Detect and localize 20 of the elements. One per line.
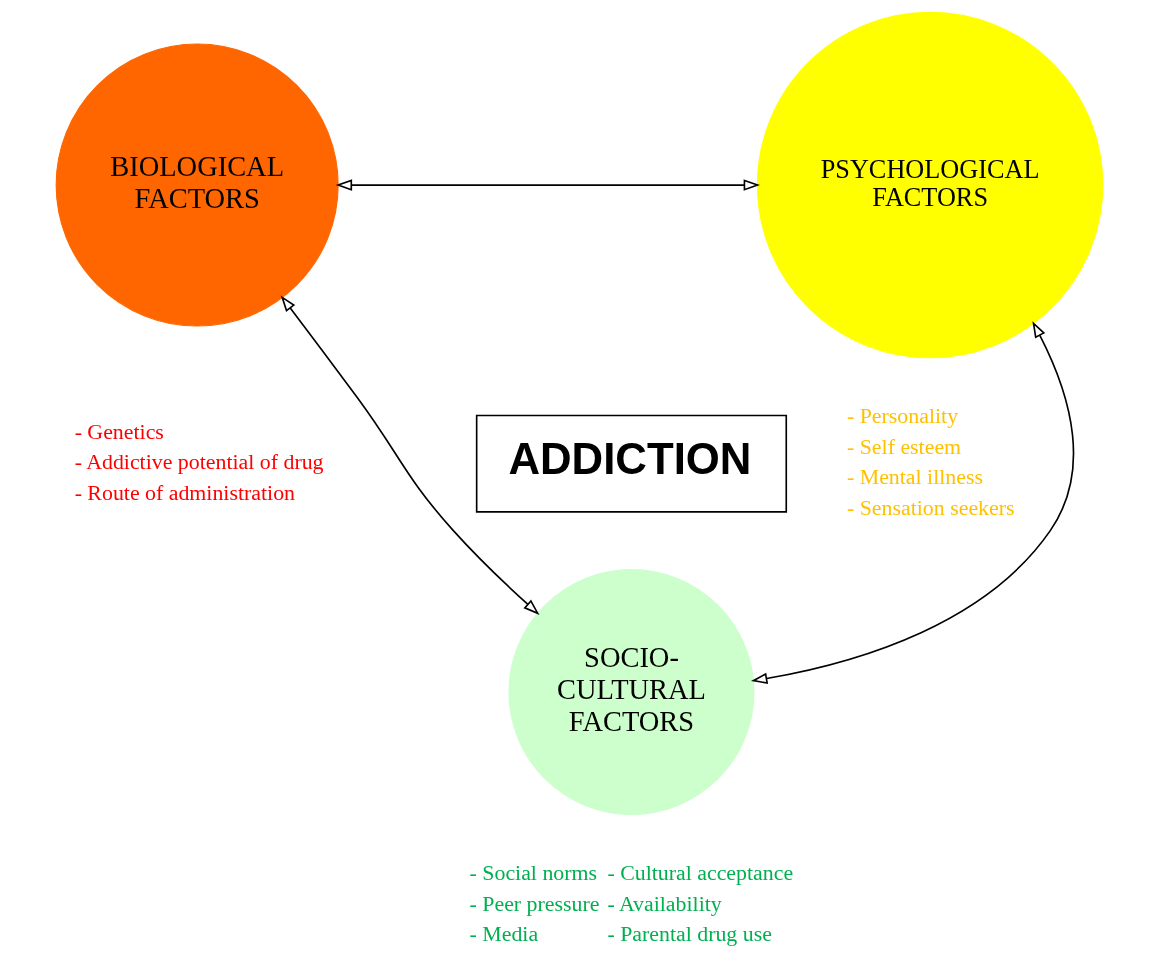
node-label: - Self esteem — [846, 434, 961, 459]
node-label: - Genetics — [74, 419, 164, 444]
node-label: - Cultural acceptance — [606, 860, 793, 885]
node-label: - Addictive potential of drug — [74, 450, 324, 475]
node-label: - Mental illness — [846, 465, 983, 490]
arrow — [750, 321, 1074, 685]
node-circle: SOCIO- CULTURAL FACTORS — [507, 569, 754, 816]
node-circle: BIOLOGICAL FACTORS — [55, 43, 339, 327]
node-label: - Media — [469, 922, 538, 947]
node-label: - Parental drug use — [606, 922, 772, 947]
node-label: - Peer pressure — [469, 891, 599, 916]
node-label: - Route of administration — [74, 480, 295, 505]
node-label: - Social norms — [469, 860, 597, 885]
node-label: - Availability — [606, 891, 722, 916]
arrow — [335, 179, 760, 191]
node-box: ADDICTION — [475, 414, 787, 513]
node-circle: PSYCHOLOGICAL FACTORS — [756, 11, 1103, 359]
node-label: - Personality — [846, 404, 958, 429]
arrow — [280, 295, 539, 615]
node-label: - Sensation seekers — [846, 496, 1015, 521]
